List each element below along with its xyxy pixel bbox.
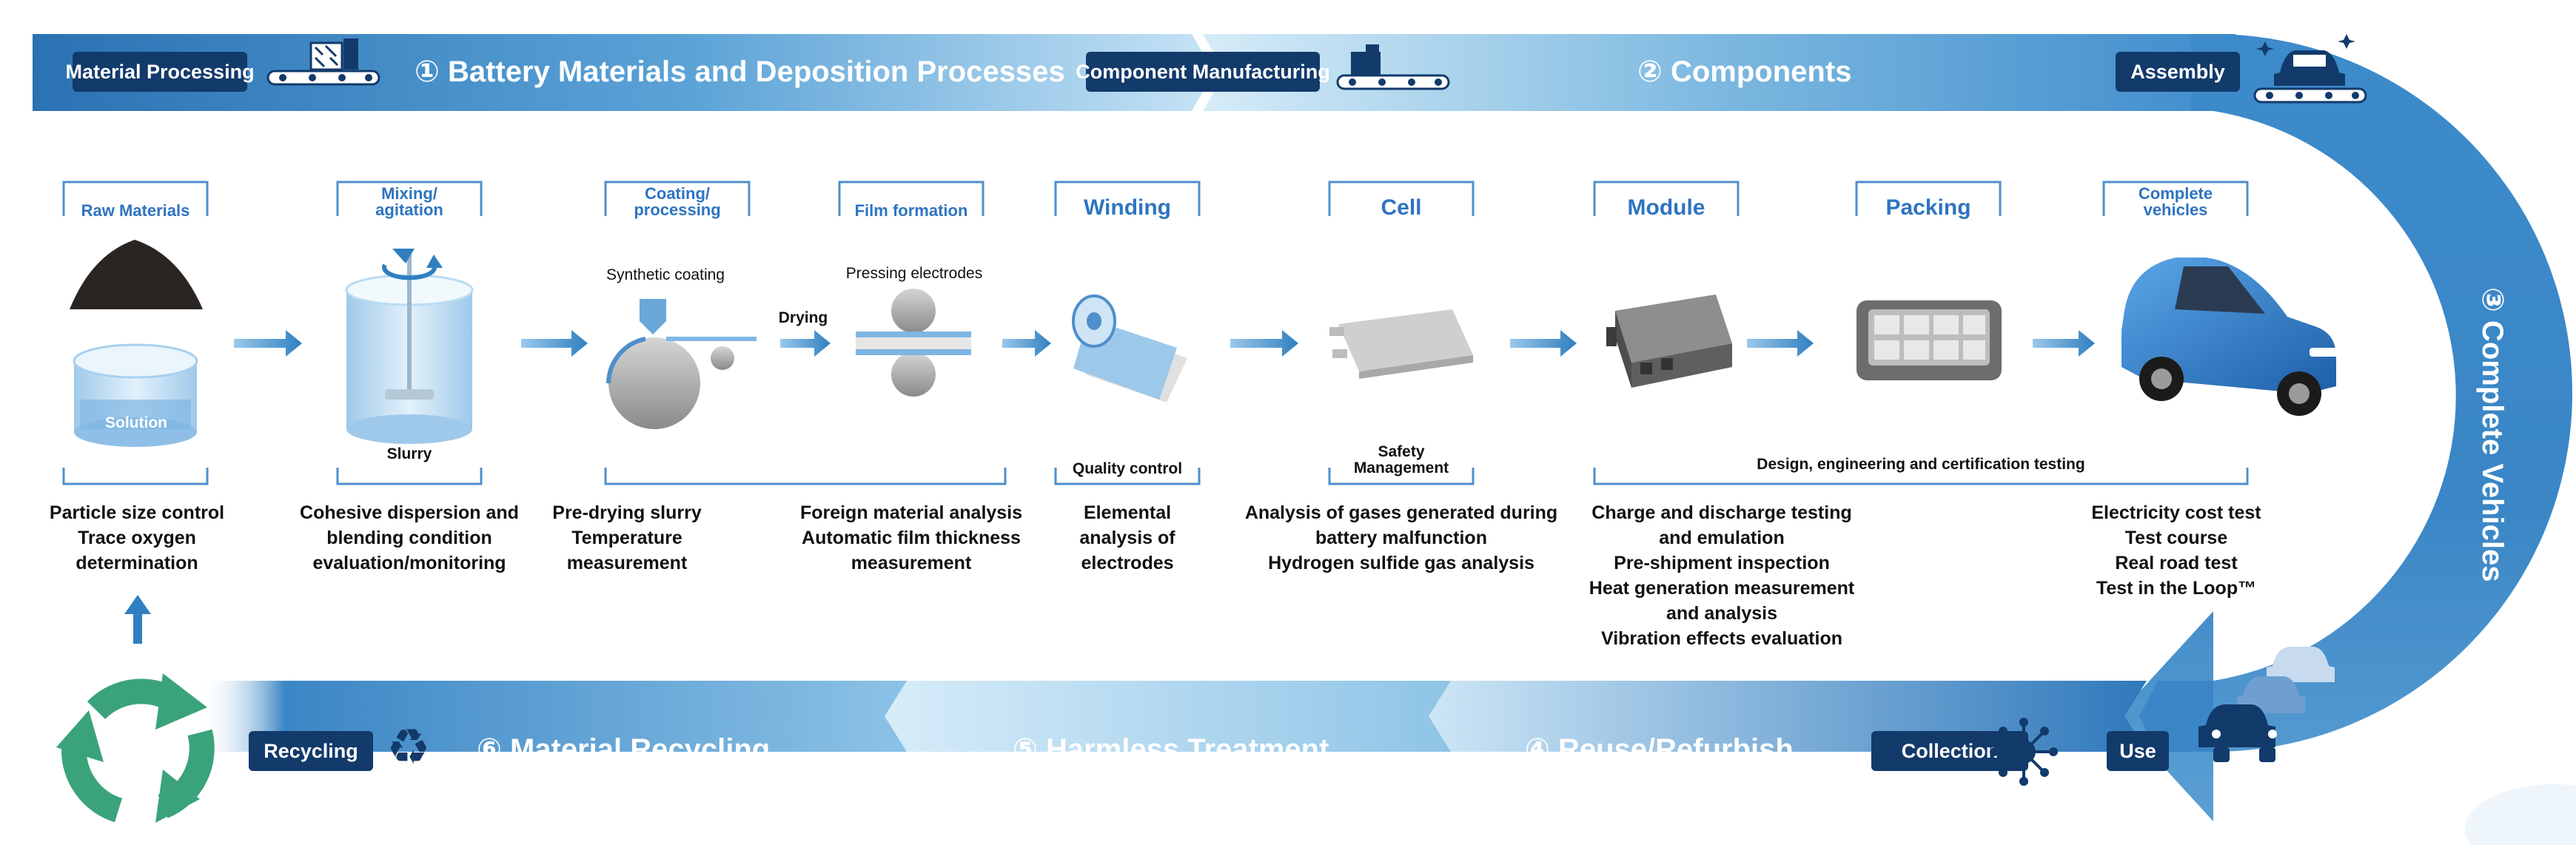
solution-dish-icon <box>73 343 198 447</box>
stage-label-coating: Coating/processing <box>634 184 721 219</box>
pressing-rollers-icon <box>856 289 971 397</box>
component-conveyor-icon <box>1336 44 1450 90</box>
section-4-title: ④ Reuse/Refurbish <box>1525 733 1794 766</box>
battery-cell-icon <box>1329 309 1473 379</box>
assembly-badge: Assembly <box>2116 52 2240 92</box>
stage-label-packing: Packing <box>1885 195 1971 220</box>
solution-label: Solution <box>105 414 167 431</box>
section-6-title: ⑥ Material Recycling <box>477 733 771 766</box>
design-testing-label: Design, engineering and certification te… <box>1757 456 2085 473</box>
stage-label-raw-materials: Raw Materials <box>81 201 190 220</box>
collection-network-icon <box>1990 718 2058 786</box>
assembly-car-icon <box>2253 34 2367 104</box>
stage-label-module: Module <box>1627 195 1705 220</box>
stage-label-cell: Cell <box>1381 195 1422 220</box>
up-arrow-icon <box>124 595 151 644</box>
synthetic-coating-label: Synthetic coating <box>606 266 725 283</box>
section-2-title: ② Components <box>1637 55 1852 88</box>
winding-roll-icon <box>1072 294 1187 403</box>
powder-pile-icon <box>70 240 203 309</box>
material-conveyor-icon <box>266 38 380 86</box>
collection-badge: Collection <box>1871 731 2028 771</box>
recycle-icon: ♻ <box>386 719 431 774</box>
section-1-title: ① Battery Materials and Deposition Proce… <box>415 55 1065 88</box>
use-badge: Use <box>2107 731 2169 771</box>
used-cars-icon <box>2198 647 2335 762</box>
slurry-label: Slurry <box>386 445 432 462</box>
battery-pack-icon <box>1856 300 2002 380</box>
recycling-badge: Recycling <box>249 731 373 771</box>
stage-label-mixing: Mixing/agitation <box>375 184 443 219</box>
pressing-electrodes-label: Pressing electrodes <box>845 265 983 282</box>
drying-label: Drying <box>778 309 828 326</box>
component-manufacturing-badge: Component Manufacturing <box>1076 52 1330 92</box>
section-5-title: ⑤ Harmless Treatment <box>1013 733 1329 766</box>
coating-roller-icon <box>606 299 757 429</box>
stage-label-film-formation: Film formation <box>854 201 968 220</box>
battery-module-icon <box>1606 294 1732 388</box>
mixing-tank-icon <box>345 249 474 444</box>
material-processing-badge: Material Processing <box>65 52 255 92</box>
stage-label-winding: Winding <box>1083 195 1172 220</box>
electric-car-icon <box>2121 257 2339 416</box>
recycle-loop-icon <box>56 673 215 823</box>
quality-control-label: Quality control <box>1072 460 1183 477</box>
